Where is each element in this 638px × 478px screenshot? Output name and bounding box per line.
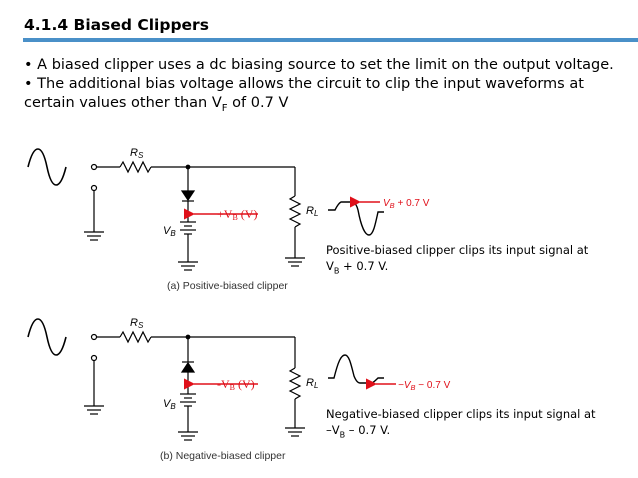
note-line: –VB – 0.7 V. xyxy=(326,422,596,443)
rs-resistor xyxy=(119,330,152,344)
battery-vb xyxy=(180,393,196,407)
slide-title: 4.1.4 Biased Clippers xyxy=(24,16,209,34)
rl-label: RL xyxy=(306,377,318,390)
title-underline xyxy=(23,38,638,42)
bias-voltage-label: +VB (V) xyxy=(217,207,257,222)
bullet-marker: • xyxy=(24,76,38,92)
input-sine-wave xyxy=(27,148,67,186)
output-clip-level-label: VB + 0.7 V xyxy=(383,198,430,210)
note-positive: Positive-biased clipper clips its input … xyxy=(326,242,588,279)
rl-label: RL xyxy=(306,205,318,218)
caption-positive: (a) Positive-biased clipper xyxy=(167,280,288,292)
input-sine-wave xyxy=(27,318,67,356)
note-line: Negative-biased clipper clips its input … xyxy=(326,407,596,421)
rs-resistor xyxy=(119,160,152,174)
note-line: Positive-biased clipper clips its input … xyxy=(326,243,589,257)
bullet-marker: • xyxy=(24,57,38,73)
output-clipped-wave xyxy=(328,201,384,236)
bullet-text-tail: of 0.7 V xyxy=(227,95,289,111)
note-negative: Negative-biased clipper clips its input … xyxy=(326,406,596,443)
positive-clipper-circuit xyxy=(27,148,384,271)
diode xyxy=(180,361,196,373)
note-text-tail: – 0.7 V. xyxy=(345,423,391,437)
rs-label: RS xyxy=(130,317,144,330)
bias-voltage-label: -VB (V) xyxy=(217,377,255,392)
note-text: –V xyxy=(326,423,340,437)
battery-vb xyxy=(180,221,196,235)
note-subscript: B xyxy=(333,266,340,276)
bullet-1: • A biased clipper uses a dc biasing sou… xyxy=(24,56,624,75)
note-line: VB + 0.7 V. xyxy=(326,258,588,279)
vb-label: VB xyxy=(163,225,176,238)
bullet-text: The additional bias voltage allows the c… xyxy=(24,76,584,111)
bullet-list: • A biased clipper uses a dc biasing sou… xyxy=(24,56,624,118)
note-text: V xyxy=(326,259,334,273)
note-text-tail: + 0.7 V. xyxy=(339,259,389,273)
bullet-2: • The additional bias voltage allows the… xyxy=(24,75,624,118)
output-clipped-wave xyxy=(328,354,384,384)
diode xyxy=(180,190,196,202)
rl-resistor xyxy=(288,367,302,400)
bullet-subscript: F xyxy=(221,102,228,114)
bullet-text: A biased clipper uses a dc biasing sourc… xyxy=(37,57,614,73)
vb-label: VB xyxy=(163,398,176,411)
rs-label: RS xyxy=(130,147,144,160)
caption-negative: (b) Negative-biased clipper xyxy=(160,450,286,462)
rl-resistor xyxy=(288,195,302,228)
note-subscript: B xyxy=(339,430,346,440)
output-clip-level-label: −VB − 0.7 V xyxy=(398,380,451,392)
